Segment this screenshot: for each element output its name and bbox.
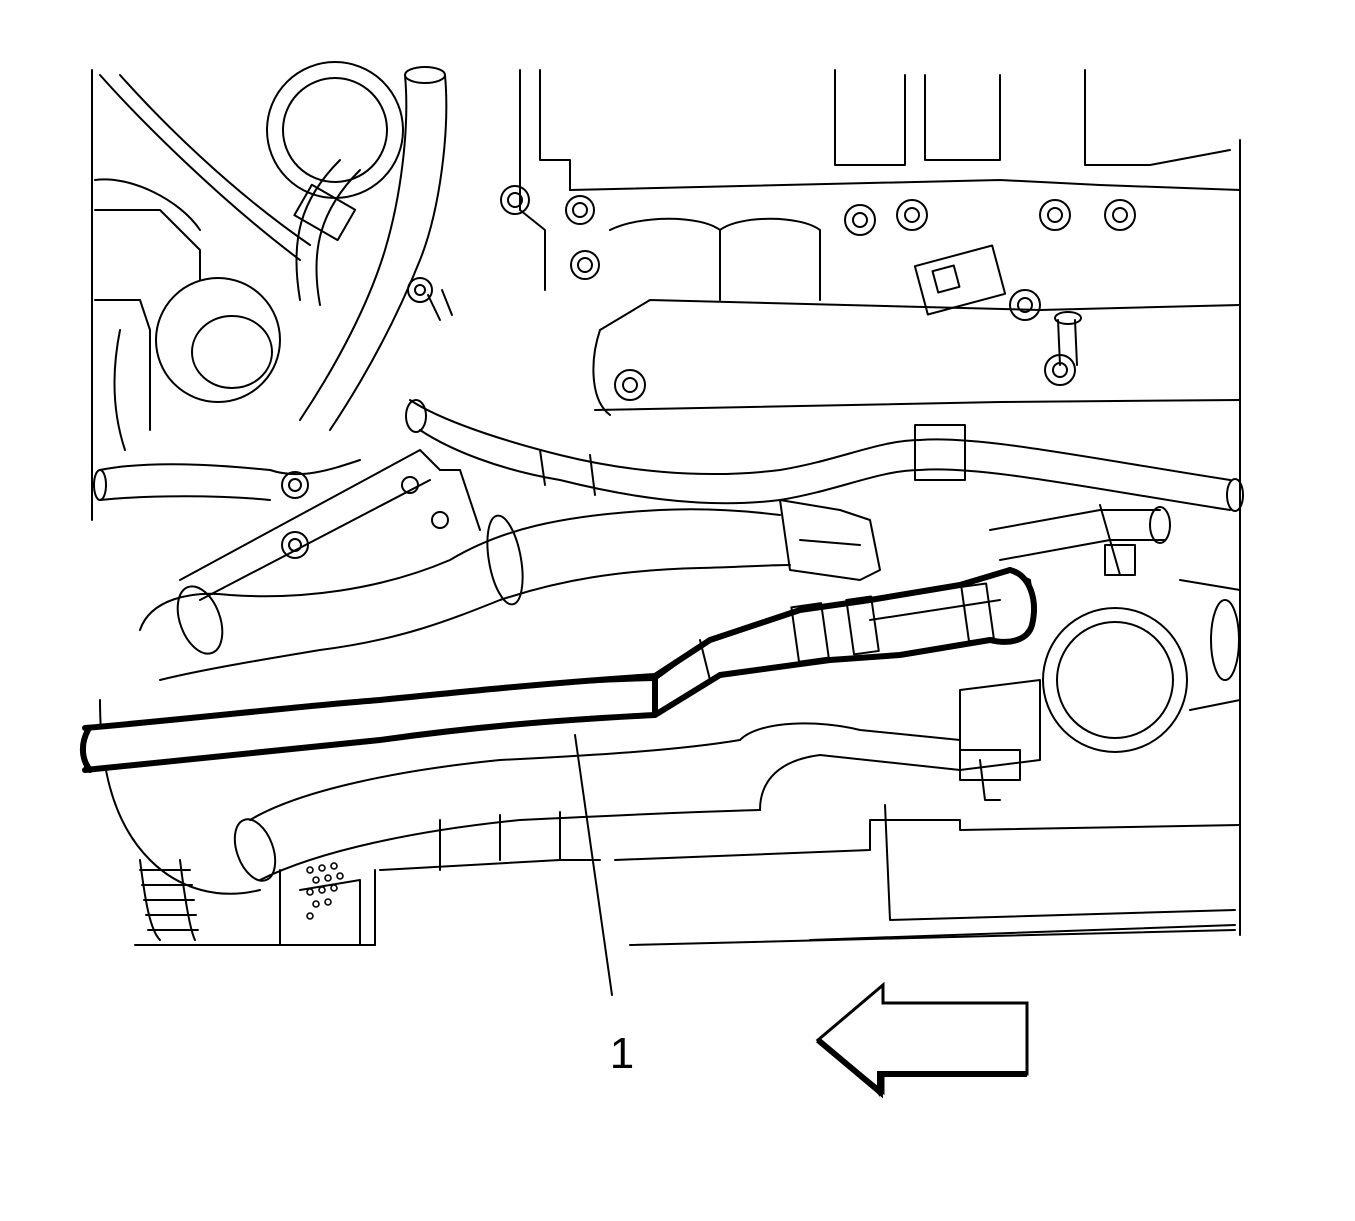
bolt-icon [570,250,600,280]
bolt-icon [565,195,595,225]
engine-background [91,61,1244,946]
bolt-icon [281,471,309,499]
bolt-icon [407,277,433,303]
callout-1: 1 [574,734,634,1078]
bolt-icon [1009,289,1041,321]
direction-arrow-left-icon [815,981,1029,1099]
bolt-icon [844,204,876,236]
bolt-icon [1104,199,1136,231]
bolt-icon [896,199,928,231]
callout-leader-line [574,734,613,996]
callout-label: 1 [610,1029,634,1078]
bolt-icon [614,369,646,401]
bolt-icon [1039,199,1071,231]
bolt-icon [500,185,530,215]
highlighted-hose [80,567,1037,773]
mesh-pattern [306,862,344,920]
